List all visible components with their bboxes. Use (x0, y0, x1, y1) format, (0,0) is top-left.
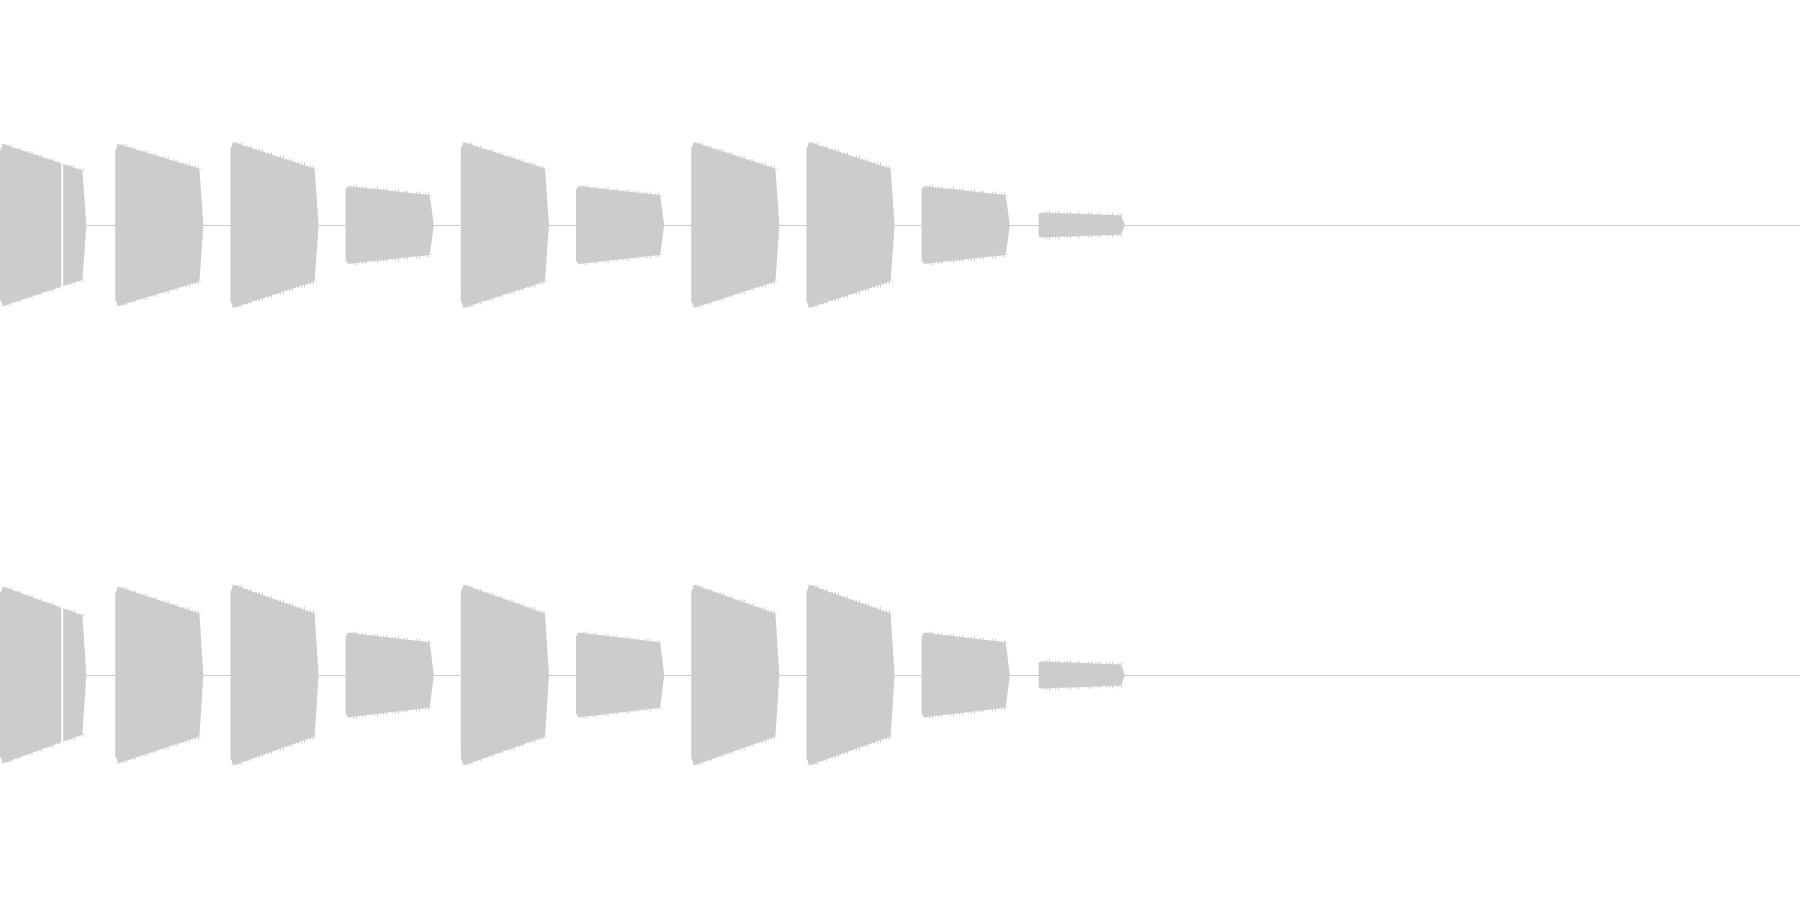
channel-right-burst-8 (806, 584, 895, 766)
channel-right-burst-3 (230, 584, 319, 766)
channel-left-burst-2-edge (116, 144, 202, 306)
channel-left-burst-4-edge (347, 184, 433, 266)
channel-left-burst-8-edge (807, 142, 893, 308)
channel-right-burst-9 (921, 632, 1010, 718)
channel-right-burst-1 (0, 586, 87, 764)
channel-left-burst-3-edge (231, 142, 317, 308)
channel-right-burst-7-edge (692, 584, 778, 766)
channel-right-burst-5 (460, 584, 549, 766)
channel-left-burst-1-edge (1, 144, 84, 306)
channel-left-burst-9 (921, 186, 1010, 264)
channel-left-burst-5 (460, 142, 549, 308)
channel-right-burst-5-edge (462, 584, 548, 766)
channel-left-burst-5-edge (462, 142, 548, 308)
channel-left-burst-3 (230, 142, 319, 308)
channel-right-burst-6-edge (577, 631, 663, 719)
channel-right-burst-10-edge (1040, 659, 1123, 691)
channel-left-burst-6 (576, 186, 665, 264)
channel-right-burst-1-gap (61, 580, 64, 770)
channel-right-burst-4 (345, 632, 434, 718)
channel-right-burst-9-edge (923, 631, 1009, 719)
channel-left-burst-7 (691, 142, 780, 308)
channel-right-burst-1-edge (1, 586, 84, 764)
channel-left-burst-1 (0, 144, 87, 306)
channel-right-burst-10 (1038, 661, 1125, 689)
channel-right-burst-6 (576, 632, 665, 718)
channel-left-burst-1-gap (61, 138, 64, 312)
channel-left-burst-4 (345, 186, 434, 264)
channel-right-burst-8-edge (807, 584, 893, 766)
channel-left-track (0, 138, 1800, 312)
channel-right-burst-7 (691, 584, 780, 766)
channel-left-burst-2 (115, 144, 204, 306)
channel-right-burst-2-edge (116, 586, 202, 764)
channel-left-burst-10 (1038, 212, 1125, 238)
channel-left-burst-8 (806, 142, 895, 308)
channel-left-burst-6-edge (577, 184, 663, 266)
channel-right-burst-3-edge (231, 584, 317, 766)
channel-right-track (0, 580, 1800, 770)
channel-right-burst-4-edge (347, 631, 433, 719)
channel-left-burst-7-edge (692, 142, 778, 308)
channel-left-burst-10-edge (1040, 210, 1123, 240)
channel-left-burst-9-edge (923, 184, 1009, 266)
channel-right-burst-2 (115, 586, 204, 764)
